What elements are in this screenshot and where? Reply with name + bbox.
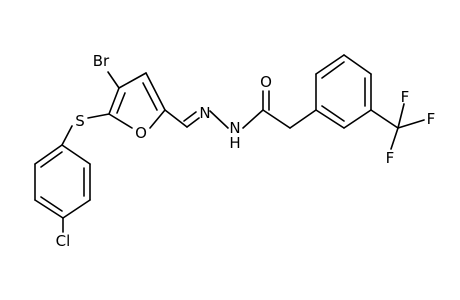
atom-carbonyl-oxygen: O xyxy=(260,73,272,91)
bond-ar-3 xyxy=(343,54,372,75)
atom-amide-hydrogen: H xyxy=(229,134,240,152)
atom-furan-oxygen: O xyxy=(135,124,147,142)
bond-furan-c3-c2 xyxy=(118,72,147,89)
bond-s-ph xyxy=(61,125,73,146)
bond-clph-1 xyxy=(61,144,91,165)
bond-furan-c2-c1-double xyxy=(142,82,158,111)
bond-furan-c4-c3 xyxy=(108,87,120,115)
bond-furan-c4-c3-double xyxy=(116,92,126,114)
bond-ch-n1-double xyxy=(183,111,197,122)
bond-n2-co xyxy=(242,109,264,129)
bond-ar-double-3 xyxy=(321,105,345,122)
bond-clph-4 xyxy=(34,199,64,219)
bond-ch2-ar xyxy=(289,109,317,129)
bond-cf3-f3 xyxy=(390,127,399,150)
bond-furan-c1-o xyxy=(149,109,166,129)
bond-clph-3 xyxy=(62,199,91,219)
bond-c4-s xyxy=(87,113,110,119)
bond-ar-cf3 xyxy=(370,109,399,129)
bond-cf3-f1 xyxy=(397,103,405,129)
atom-bromine: Br xyxy=(93,52,110,70)
bond-clph-double-2 xyxy=(40,196,63,212)
bond-clph-6 xyxy=(34,144,63,165)
bond-ch-n1 xyxy=(186,117,200,128)
bond-c1-ch xyxy=(164,109,188,128)
bond-ar-6 xyxy=(315,109,345,129)
bond-c3-br xyxy=(107,71,120,89)
atom-amide-nitrogen: N xyxy=(229,119,240,137)
atom-fluorine-top: F xyxy=(401,88,410,106)
bond-clph-double-3 xyxy=(40,151,63,168)
bonds xyxy=(34,54,425,233)
bond-co-ch2 xyxy=(262,109,291,129)
atom-chlorine: Cl xyxy=(56,232,71,250)
bond-furan-o-c4 xyxy=(108,113,133,129)
atom-labels: Br S O Cl N N H O F F F xyxy=(56,52,436,250)
atom-imine-nitrogen: N xyxy=(199,104,210,122)
bond-ar-5 xyxy=(343,109,372,129)
bond-n1-n2 xyxy=(209,110,229,129)
atom-sulfur: S xyxy=(75,112,85,130)
bond-ar-2 xyxy=(315,54,345,75)
atom-fluorine-bottom: F xyxy=(386,149,395,167)
bond-furan-c2-c1 xyxy=(145,72,166,111)
atom-fluorine-right: F xyxy=(427,110,436,128)
bond-cf3-f2 xyxy=(397,119,425,129)
bond-ar-double-1 xyxy=(321,61,345,79)
